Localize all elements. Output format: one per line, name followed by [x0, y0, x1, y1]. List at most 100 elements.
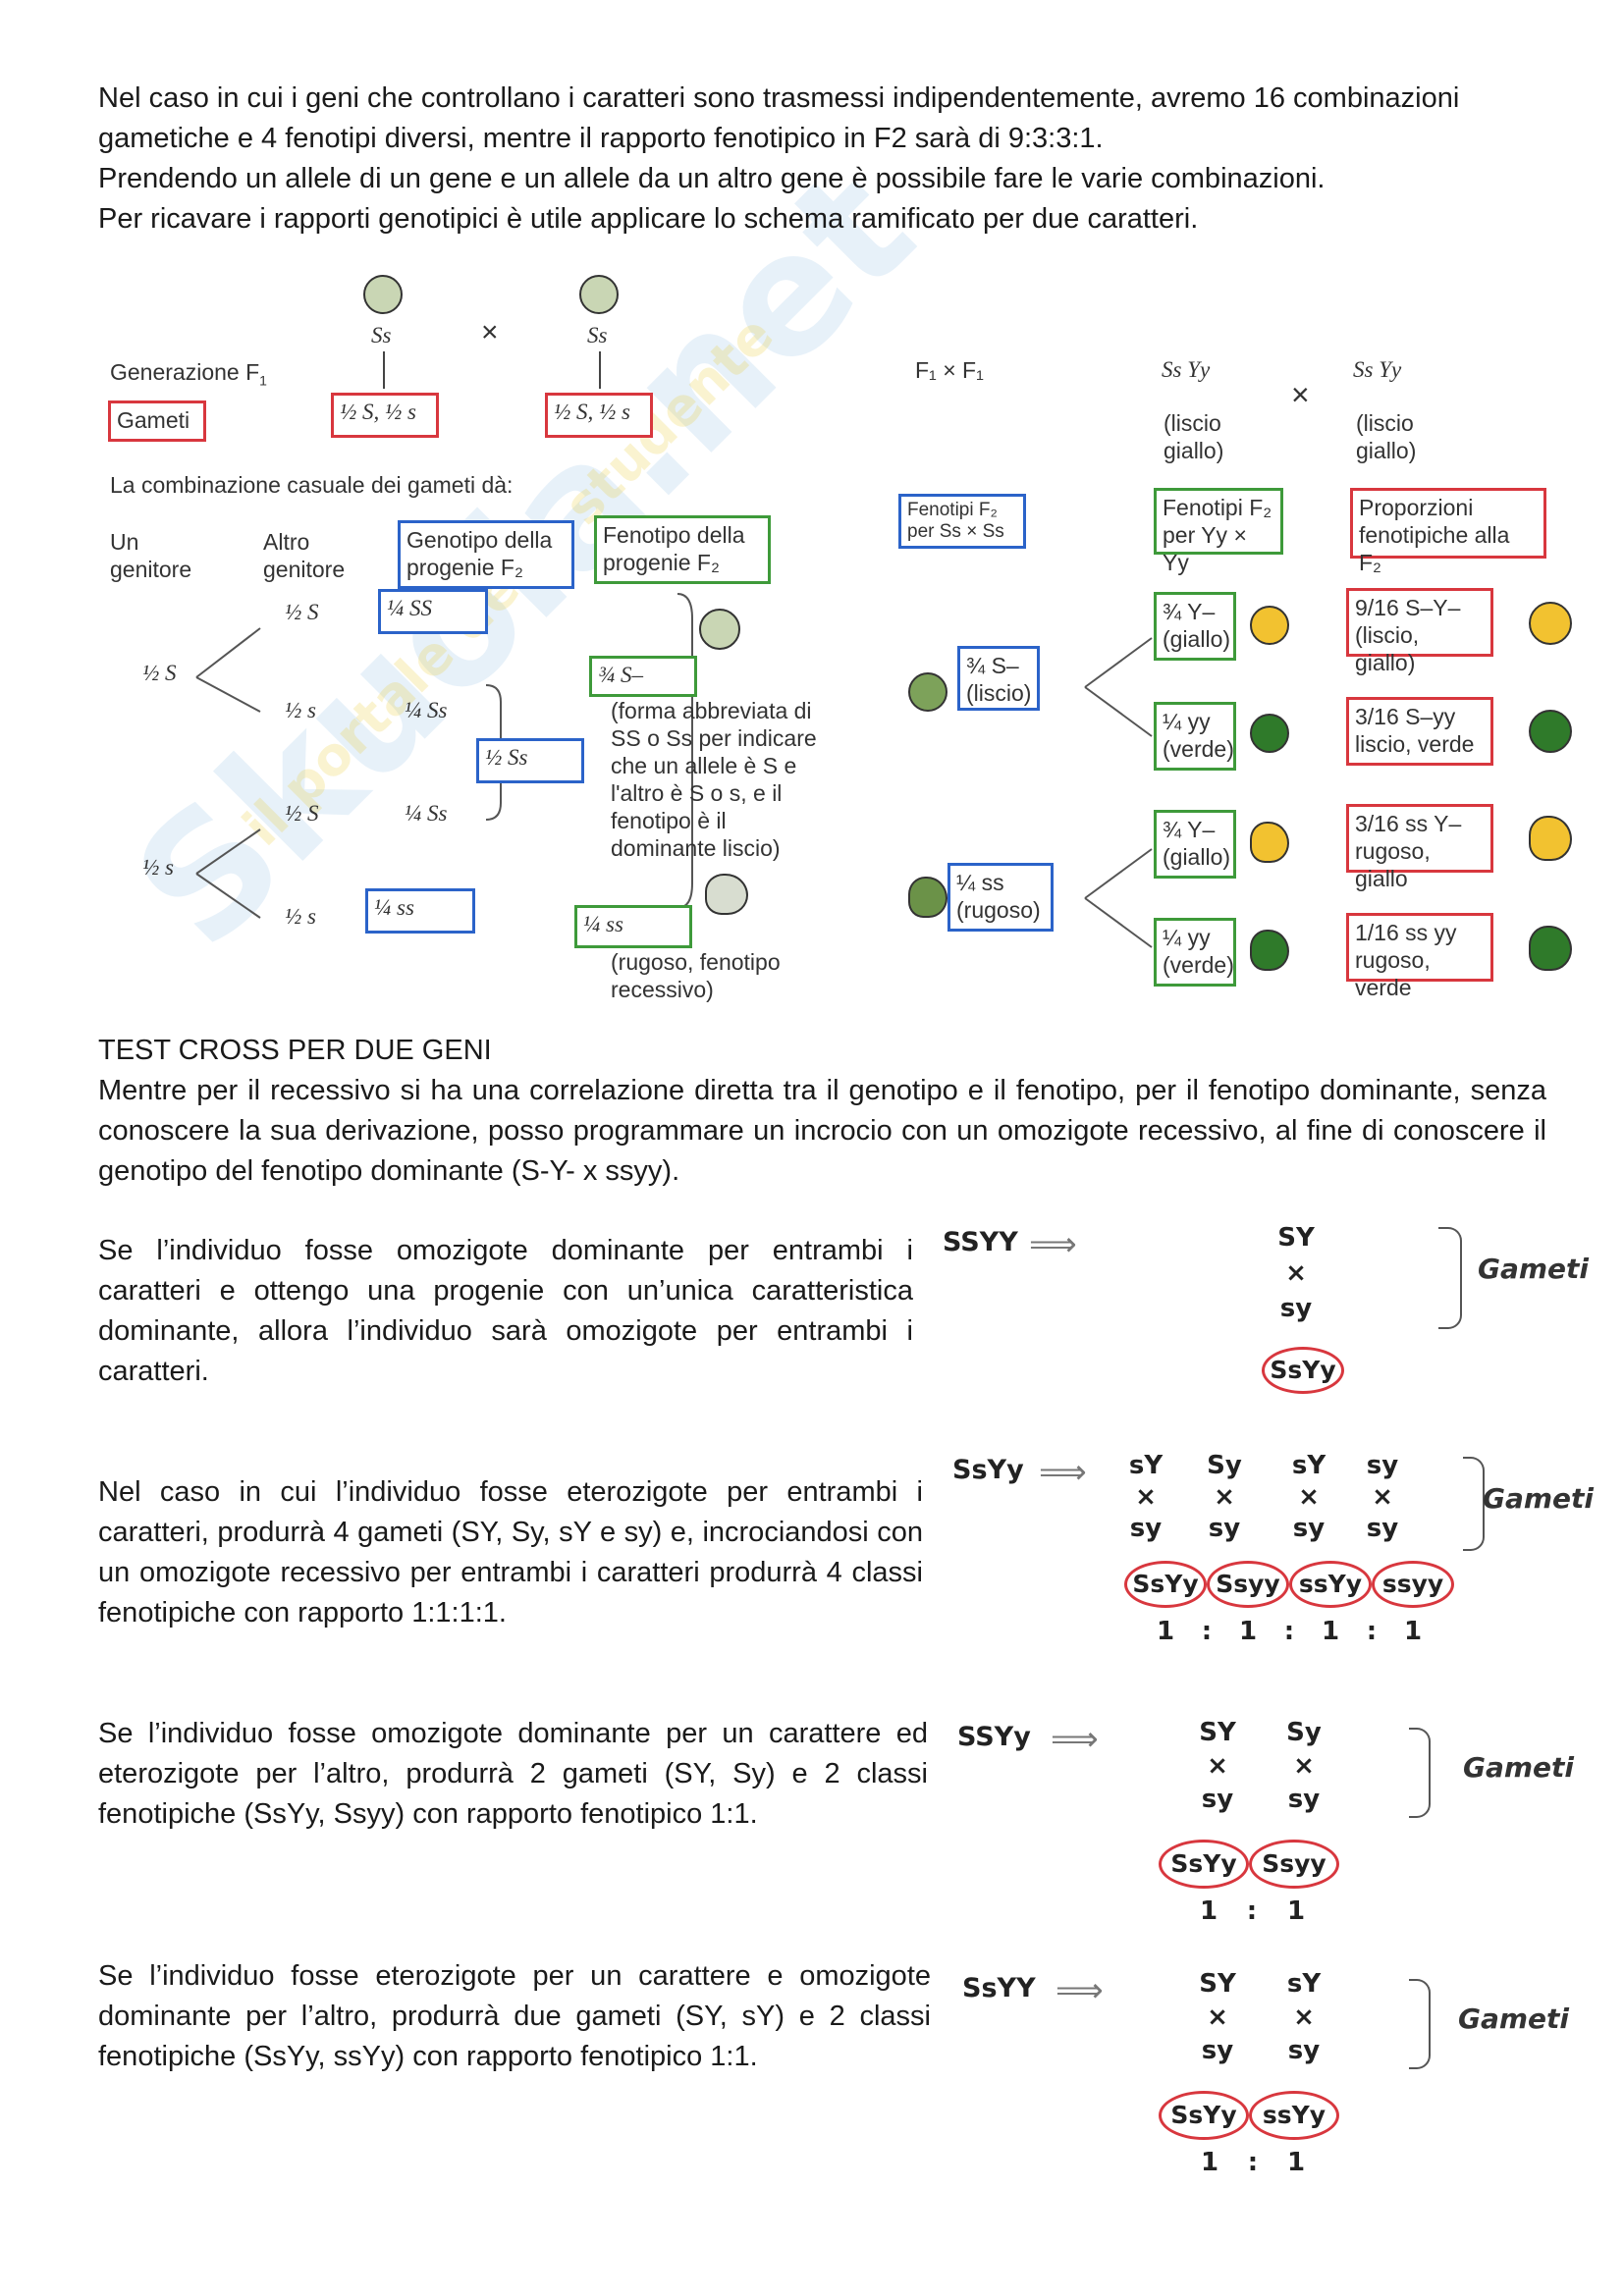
right-parent1-desc: (liscio giallo): [1164, 410, 1224, 463]
case-2-ratio-1: 1: [1156, 1617, 1175, 1646]
right-parent1-genotype: Ss Yy: [1162, 357, 1211, 382]
proportion-box-3: 3/16 ss Y– rugoso, giallo: [1346, 804, 1493, 891]
cross-symbol: ×: [481, 316, 499, 348]
proportion-box-4: 1/16 ss yy rugoso, verde: [1346, 913, 1493, 1000]
case-4-arrow-icon: ⟹: [1056, 1972, 1104, 2009]
case-1-cross-1: ×: [1285, 1258, 1307, 1288]
case-2-offspring-4: ssyy: [1372, 1561, 1454, 1608]
case-2-ratio-sep-3: :: [1366, 1617, 1378, 1646]
pea-smooth-mixed-icon: [908, 672, 947, 712]
genotype-Ss-2: ¼ Ss: [405, 801, 448, 826]
case-2-offspring-3: ssYy: [1289, 1561, 1372, 1608]
f1-cross-label: F₁ × F₁: [915, 357, 984, 383]
pea-wrinkled-mixed-icon: [908, 877, 947, 918]
testcross-title: TEST CROSS PER DUE GENI: [98, 1035, 492, 1066]
genotype-SS-box: ¼ SS: [378, 589, 488, 634]
case-4-gamete-bottom-1: sy: [1201, 2036, 1234, 2065]
case-4-offspring-2: ssYy: [1249, 2091, 1339, 2140]
case-3-gamete-top-1: SY: [1199, 1718, 1236, 1747]
phenotype-dominant-box: ¾ S–: [589, 656, 697, 697]
case-3-genotype: SSYy: [957, 1722, 1031, 1752]
case-2-cross-3: ×: [1298, 1482, 1320, 1512]
phenotype-dominant-text: (forma abbreviata di SS o Ss per indicar…: [611, 698, 817, 861]
gamete-box-parent1: ½ S, ½ s: [331, 393, 439, 438]
combination-caption: La combinazione casuale dei gameti dà:: [110, 472, 514, 498]
row-1-allele: ½ S: [285, 600, 319, 624]
case-2-offspring-2: Ssyy: [1207, 1561, 1289, 1608]
figure-left-monohybrid: Ss × Ss Generazione F1 Gameti ½ S, ½ s ½…: [98, 265, 825, 1011]
figure-right-dihybrid: F₁ × F₁ Ss Yy (liscio giallo) × Ss Yy (l…: [889, 348, 1596, 1001]
case-3-cross-1: ×: [1207, 1751, 1228, 1781]
case-2-ratio-3: 1: [1321, 1617, 1340, 1646]
case-2-gamete-bottom-4: sy: [1366, 1514, 1399, 1543]
intro-paragraph-3: Per ricavare i rapporti genotipici è uti…: [98, 203, 1199, 235]
left-half-s: ½ s: [142, 855, 174, 880]
right-branch-lines: [1084, 637, 1153, 948]
case-4-ratio-1: 1: [1200, 2148, 1219, 2177]
case-2-gamete-top-1: sY: [1128, 1451, 1164, 1480]
intro-paragraph-2: Prendendo un allele di un gene e un alle…: [98, 163, 1326, 194]
case-4-gamete-top-2: sY: [1286, 1969, 1322, 1999]
case-2-ratio-4: 1: [1403, 1617, 1423, 1646]
case-3-diagram: SSYy ⟹ SY Sy × × sy sy SsYy Ssyy 1 : 1 G…: [957, 1712, 1586, 1928]
phenotype-recessive-box: ¼ ss: [574, 905, 692, 948]
pea-green-smooth-2-icon: [1529, 710, 1572, 753]
pea-wrinkled-progeny-icon: [705, 874, 748, 915]
case-3-gamete-bottom-1: sy: [1201, 1785, 1234, 1814]
arrow-down-2: [599, 351, 601, 389]
case-4-text: Se l’individuo fosse eterozigote per un …: [98, 1960, 931, 2072]
case-3-text: Se l’individuo fosse omozigote dominante…: [98, 1718, 928, 1830]
case-4-diagram: SsYY ⟹ SY sY × × sy sy SsYy ssYy 1 : 1 G…: [962, 1963, 1591, 2179]
case-1-arrow-icon: ⟹: [1029, 1226, 1077, 1263]
genotype-half-Ss-box: ½ Ss: [476, 738, 584, 783]
case-3-cross-2: ×: [1293, 1751, 1315, 1781]
case-2-ratio-2: 1: [1238, 1617, 1258, 1646]
column-phenotype-box: Fenotipo della progenie F₂: [594, 515, 771, 584]
case-3-offspring-1: SsYy: [1159, 1840, 1249, 1889]
case-1-gamete-bottom-1: sy: [1279, 1294, 1313, 1323]
pea-yellow-smooth-2-icon: [1529, 602, 1572, 645]
s-dominant-box: ¾ S– (liscio): [957, 646, 1040, 711]
genotype-Ss-1: ¼ Ss: [405, 698, 448, 722]
case-1-diagram: SSYY ⟹ SY × sy SsYy Gameti: [943, 1217, 1591, 1414]
s-recessive-box: ¼ ss (rugoso): [947, 863, 1054, 932]
case-4-ratio-sep: :: [1247, 2148, 1259, 2177]
case-2-offspring-1: SsYy: [1124, 1561, 1207, 1608]
column-one-parent: Un genitore: [110, 529, 192, 582]
case-4-genotype: SsYY: [962, 1973, 1036, 2003]
case-1-text: Se l’individuo fosse omozigote dominante…: [98, 1235, 913, 1387]
genotype-ss-box: ¼ ss: [365, 888, 475, 934]
parent1-genotype: Ss: [371, 323, 392, 347]
case-2-text: Nel caso in cui l’individuo fosse eteroz…: [98, 1476, 923, 1629]
left-half-S: ½ S: [142, 661, 177, 685]
case-2-cross-1: ×: [1135, 1482, 1157, 1512]
pea-smooth-progeny-icon: [699, 609, 740, 650]
gameti-box: Gameti: [108, 400, 206, 442]
pea-yellow-smooth-1-icon: [1250, 606, 1289, 645]
col-proportions-box: Proporzioni fenotipiche alla F₂: [1350, 488, 1546, 575]
case-1-bracket: [1438, 1227, 1462, 1329]
case-2-gamete-bottom-1: sy: [1129, 1514, 1163, 1543]
case-4-ratio-2: 1: [1286, 2148, 1306, 2177]
case-1-gameti-label: Gameti: [1478, 1253, 1590, 1285]
row-2-allele: ½ s: [285, 698, 316, 722]
case-4-cross-1: ×: [1207, 2002, 1228, 2032]
right-cross-symbol: ×: [1291, 377, 1310, 412]
case-1-genotype: SSYY: [943, 1227, 1018, 1257]
case-2-diagram: SsYy ⟹ sY Sy sY sy × × × × sy sy sy sy S…: [952, 1445, 1595, 1661]
case-2-genotype: SsYy: [952, 1455, 1024, 1485]
case-4-offspring-1: SsYy: [1159, 2091, 1249, 2140]
case-1-gamete-top-1: SY: [1277, 1223, 1315, 1253]
case-3-bracket: [1409, 1728, 1431, 1818]
case-2-cross-4: ×: [1372, 1482, 1393, 1512]
pea-green-wrinkled-2-icon: [1529, 926, 1572, 971]
case-3-arrow-icon: ⟹: [1051, 1721, 1099, 1758]
case-2-gameti-label: Gameti: [1483, 1482, 1595, 1515]
case-3-ratio-1: 1: [1199, 1896, 1218, 1926]
y-recessive-box-2: ¼ yy (verde): [1154, 918, 1236, 987]
y-dominant-box-2: ¾ Y– (giallo): [1154, 810, 1236, 879]
case-4-gamete-bottom-2: sy: [1287, 2036, 1321, 2065]
pea-smooth-parent1-icon: [363, 275, 403, 314]
case-4-gameti-label: Gameti: [1458, 2002, 1570, 2035]
